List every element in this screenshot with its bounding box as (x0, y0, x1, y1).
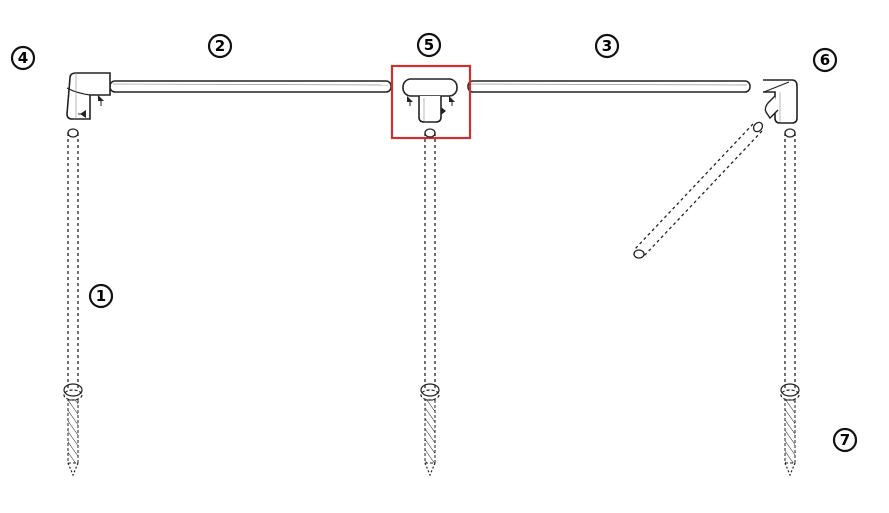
callout-3: 3 (594, 33, 620, 59)
callout-5: 5 (416, 32, 442, 58)
callout-3-label: 3 (602, 37, 612, 55)
callout-7: 7 (832, 427, 858, 453)
callout-6: 6 (812, 47, 838, 73)
horizontal-rail-3 (467, 80, 751, 93)
callout-4-label: 4 (18, 49, 28, 67)
horizontal-rail-2 (109, 80, 392, 93)
callout-4: 4 (10, 45, 36, 71)
vertical-post-left (63, 128, 83, 477)
callout-1: 1 (88, 283, 114, 309)
corner-connector-right (763, 79, 798, 124)
corner-connector-left (66, 72, 111, 120)
callout-2: 2 (207, 33, 233, 59)
highlight-box (390, 64, 472, 140)
callout-1-label: 1 (96, 287, 106, 305)
callout-2-label: 2 (215, 37, 225, 55)
callout-7-label: 7 (840, 431, 850, 449)
vertical-post-center (420, 128, 440, 477)
diagonal-brace (633, 121, 764, 259)
callout-6-label: 6 (820, 51, 830, 69)
callout-5-label: 5 (424, 36, 434, 54)
t-connector-center (402, 78, 458, 123)
vertical-post-right (780, 128, 800, 477)
